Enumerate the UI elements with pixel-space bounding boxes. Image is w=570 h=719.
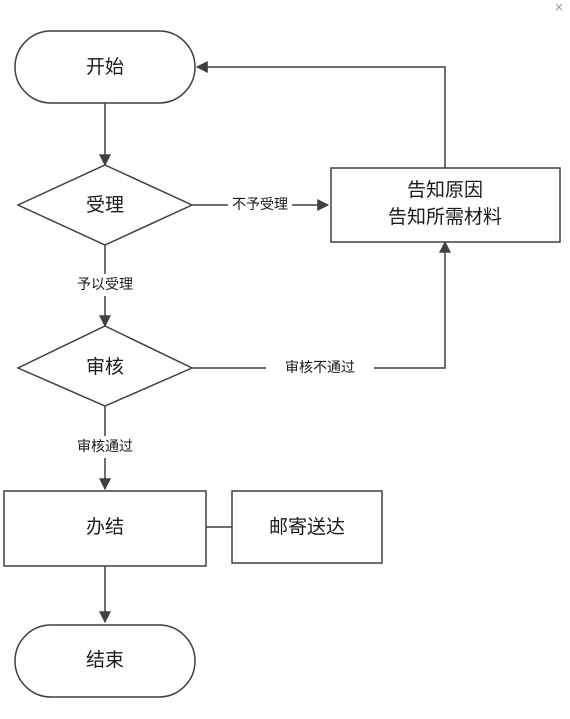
mail-label: 邮寄送达 — [269, 516, 345, 538]
start-terminal — [14, 30, 196, 104]
process-label: 办结 — [86, 516, 124, 538]
end-label: 结束 — [86, 649, 124, 671]
mail-box — [231, 490, 383, 564]
edge-label-bg-not-accepted — [228, 196, 292, 214]
process-box — [3, 490, 207, 567]
end-terminal — [14, 624, 196, 698]
notify-label-line2: 告知所需材料 — [388, 206, 502, 228]
edge-notify-to-start — [195, 61, 446, 168]
edge-label-not-accepted: 不予受理 — [232, 197, 288, 213]
edge-review-to-notify — [192, 240, 451, 369]
edge-label-bg-review-passed — [60, 436, 150, 458]
notify-label-line1: 告知原因 — [407, 179, 483, 201]
edge-label-review-failed: 审核不通过 — [285, 360, 355, 376]
notify-box — [330, 167, 561, 243]
review-label: 审核 — [86, 356, 124, 378]
accept-decision — [16, 164, 194, 246]
start-label: 开始 — [86, 56, 124, 78]
edge-label-bg-accepted — [64, 274, 146, 296]
review-decision — [16, 325, 194, 407]
close-icon[interactable]: × — [553, 0, 564, 14]
edge-label-bg-review-failed — [266, 358, 374, 378]
accept-label: 受理 — [86, 194, 124, 216]
edge-label-accepted: 予以受理 — [77, 277, 133, 293]
edge-label-review-passed: 审核通过 — [77, 439, 133, 455]
